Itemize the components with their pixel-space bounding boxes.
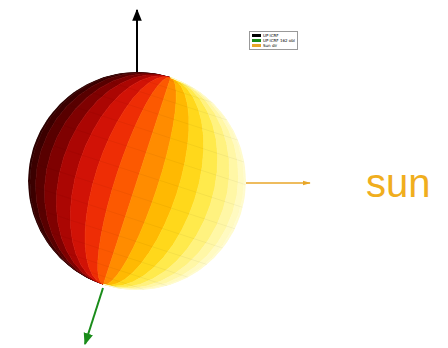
sun-label: sun [366, 163, 431, 203]
sun-arrow [246, 182, 310, 184]
latitude-line [30, 162, 235, 229]
legend-text: UP ICRF 162 obl [263, 38, 295, 43]
legend-row: UP ICRF 162 obl [252, 38, 295, 43]
legend-row: UP ICRF [252, 33, 295, 38]
sun-text: sun [366, 161, 431, 205]
latitude-line [61, 103, 244, 162]
latitude-line [122, 73, 213, 103]
legend-row: Sun dir [252, 43, 295, 48]
sphere-band [103, 77, 246, 290]
latitude-line [28, 185, 223, 248]
latitude-line [67, 264, 145, 289]
legend-swatch [252, 34, 261, 37]
latitude-line [47, 120, 246, 185]
latitude-line [100, 79, 228, 120]
sphere-band [103, 77, 244, 289]
latitude-line [39, 229, 188, 277]
legend-swatch [252, 39, 261, 42]
oblique-arrow [85, 288, 103, 344]
legend-swatch [252, 44, 261, 47]
latitude-line [86, 277, 122, 289]
latitude-line [31, 207, 207, 264]
latitude-line [79, 89, 238, 141]
legend-text: UP ICRF [263, 33, 279, 38]
legend-box: UP ICRFUP ICRF 162 oblSun dir [249, 31, 298, 50]
up-arrow [136, 10, 138, 72]
legend-text: Sun dir [263, 43, 277, 48]
latitude-line [167, 76, 174, 78]
latitude-line [145, 72, 195, 88]
latitude-line [51, 248, 167, 286]
